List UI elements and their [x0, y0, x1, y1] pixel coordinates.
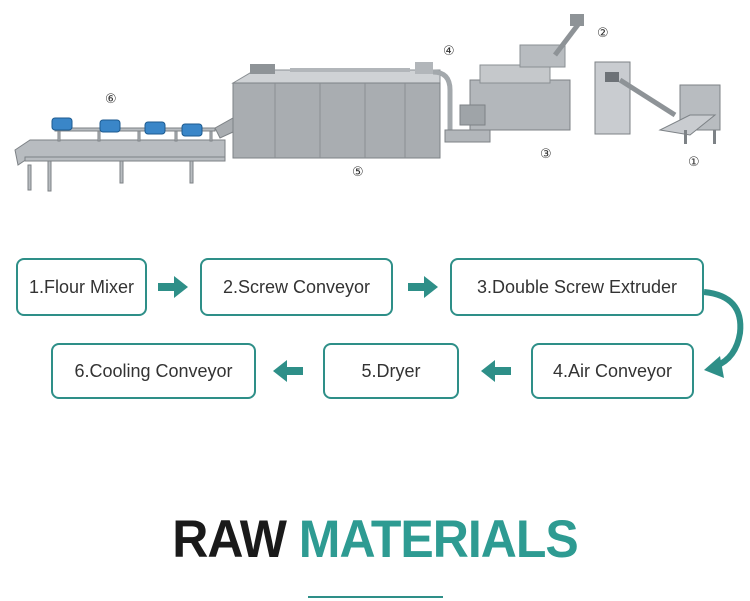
machine-number-3: ③: [540, 147, 552, 162]
curved-arrow: [703, 289, 744, 378]
machine-number-6: ⑥: [105, 92, 117, 107]
title-word-materials: MATERIALS: [298, 509, 579, 569]
dryer-machine: [214, 62, 441, 159]
step-double-screw-extruder: 3.Double Screw Extruder: [450, 258, 704, 316]
section-title: RAW MATERIALS: [0, 509, 750, 570]
arrow-right-2: [408, 276, 438, 298]
extruder-machine: [459, 44, 631, 135]
machine-number-1: ①: [688, 155, 700, 170]
machine-number-5: ⑤: [352, 165, 364, 180]
screw-conveyor-machine: [553, 20, 677, 118]
flour-mixer-machine: [658, 84, 721, 144]
arrow-left-1: [273, 360, 303, 382]
step-flour-mixer: 1.Flour Mixer: [16, 258, 147, 316]
production-line-illustration: ① ② ③ ④ ⑤ ⑥: [14, 14, 721, 192]
arrow-left-2: [481, 360, 511, 382]
step-cooling-conveyor: 6.Cooling Conveyor: [51, 343, 256, 399]
machine-number-2: ②: [597, 26, 609, 41]
step-air-conveyor: 4.Air Conveyor: [531, 343, 694, 399]
step-dryer: 5.Dryer: [323, 343, 459, 399]
title-word-raw: RAW: [172, 509, 287, 569]
title-underline: [308, 596, 443, 598]
cooling-conveyor-machine: [14, 127, 226, 192]
arrow-right-1: [158, 276, 188, 298]
step-screw-conveyor: 2.Screw Conveyor: [200, 258, 393, 316]
cooling-fans: [51, 117, 203, 137]
machine-number-4: ④: [443, 44, 455, 59]
